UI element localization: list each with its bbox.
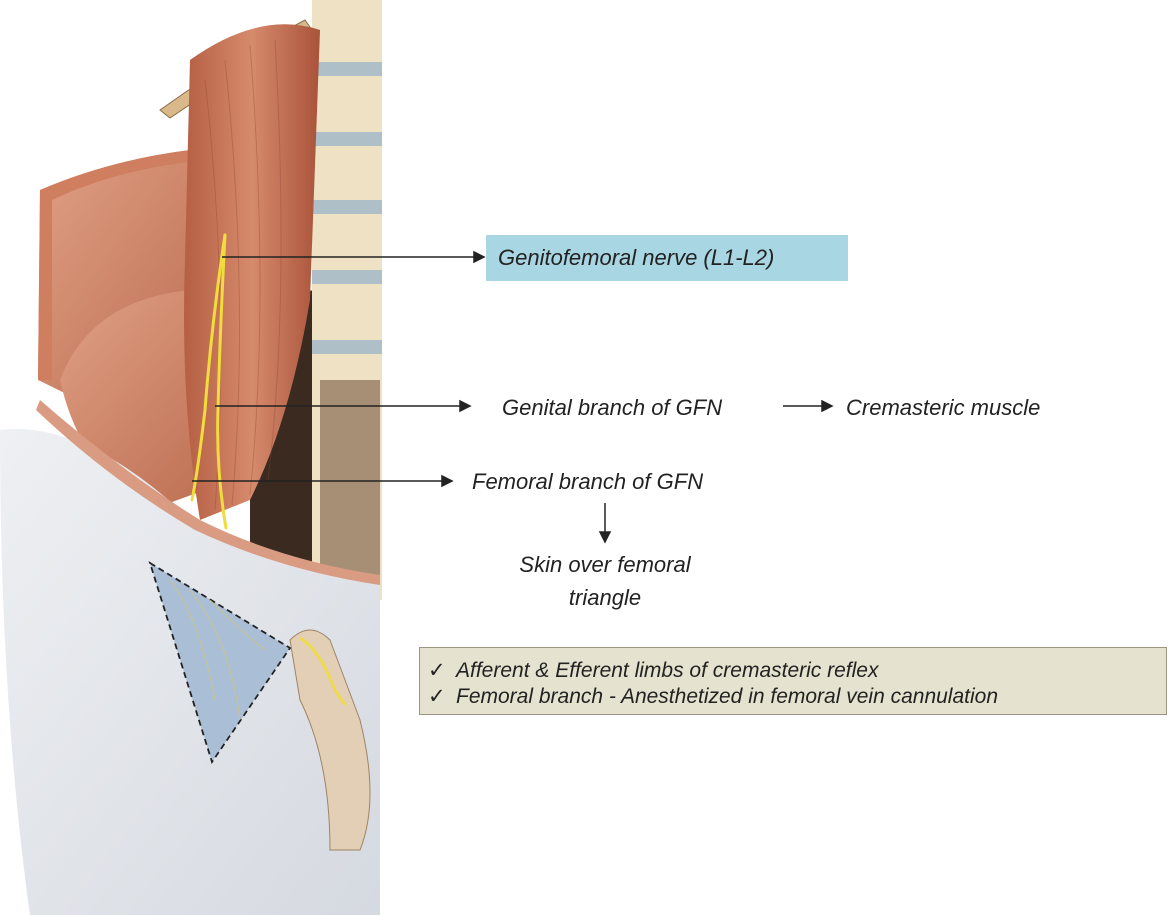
- note-item: ✓Femoral branch - Anesthetized in femora…: [428, 684, 1166, 710]
- nerve-label-text: Genitofemoral nerve (L1-L2): [498, 245, 774, 271]
- genital-branch-label: Genital branch of GFN: [502, 395, 722, 420]
- femoral-branch-label: Femoral branch of GFN: [472, 469, 703, 494]
- check-mark-icon: ✓: [428, 658, 456, 684]
- lumbar-spine: [312, 0, 382, 600]
- note-item: ✓Afferent & Efferent limbs of cremasteri…: [428, 658, 1166, 684]
- clinical-notes-box: ✓Afferent & Efferent limbs of cremasteri…: [419, 647, 1167, 715]
- check-mark-icon: ✓: [428, 684, 456, 710]
- genitofemoral-nerve-label: Genitofemoral nerve (L1-L2): [486, 235, 848, 281]
- note-text: Femoral branch - Anesthetized in femoral…: [456, 685, 998, 708]
- skin-over-femoral-triangle-label: Skin over femoral triangle: [495, 548, 715, 614]
- cremasteric-muscle-label: Cremasteric muscle: [846, 395, 1040, 420]
- note-text: Afferent & Efferent limbs of cremasteric…: [456, 659, 878, 682]
